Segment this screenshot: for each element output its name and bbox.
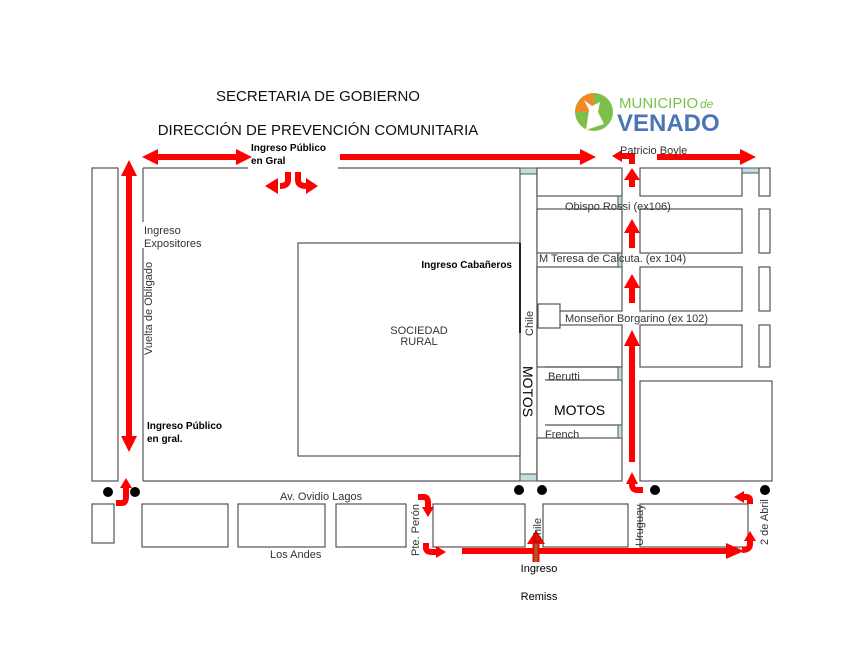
traffic-control-points: [103, 485, 770, 497]
ingreso-publico-top-line2: en Gral: [251, 156, 286, 167]
sociedad-rural-line1: SOCIEDAD: [390, 325, 448, 337]
street-chile-south: Chile: [532, 518, 544, 543]
ingreso-remiss-line1: Ingreso: [521, 563, 558, 575]
left-block: [91, 167, 119, 482]
ingreso-publico-bottom-line2: en gral.: [147, 434, 183, 445]
street-berutti: Berutti: [548, 371, 580, 383]
street-uruguay: Uruguay: [634, 504, 646, 546]
municipio-venado-logo: MUNICIPIO de VENADO: [575, 93, 720, 137]
blocks-south: [91, 503, 749, 548]
logo-text-de: de: [700, 97, 714, 111]
blocks-east: [536, 167, 773, 482]
street-obispo-rossi: Obispo Rossi (ex106): [565, 201, 671, 213]
street-patricio-boyle: Patricio Boyle: [620, 145, 687, 157]
street-2-de-abril: 2 de Abril: [759, 499, 771, 545]
street-peron: Pte. Perón: [410, 504, 422, 556]
motos-label: MOTOS: [554, 402, 605, 418]
street-borgarino: Monseñor Borgarino (ex 102): [565, 313, 708, 325]
sociedad-rural-grounds: [142, 167, 538, 482]
street-av-ovidio-lagos: Av. Ovidio Lagos: [280, 491, 363, 503]
ingreso-expositores-line2: Expositores: [144, 238, 202, 250]
street-chile-north: Chile: [524, 311, 536, 336]
logo-text-municipio: MUNICIPIO: [619, 95, 698, 112]
ingreso-remiss-line2: Remiss: [521, 591, 558, 603]
street-los-andes: Los Andes: [270, 549, 322, 561]
logo-text-venado: VENADO: [617, 110, 720, 137]
ingreso-publico-bottom-line1: Ingreso Público: [147, 421, 222, 432]
traffic-flow-arrows: [116, 149, 756, 562]
street-french: French: [545, 429, 579, 441]
street-teresa-de-calcuta: M Teresa de Calcuta. (ex 104): [539, 253, 686, 265]
ingreso-publico-top-line1: Ingreso Público: [251, 143, 326, 154]
header-line2: DIRECCIÓN DE PREVENCIÓN COMUNITARIA: [158, 122, 479, 139]
sociedad-rural-line2: RURAL: [400, 336, 437, 348]
motos-vertical: MOTOS: [520, 366, 536, 417]
ingreso-expositores-line1: Ingreso: [144, 225, 181, 237]
street-vuelta-de-obligado: Vuelta de Obligado: [143, 262, 155, 355]
ingreso-cabaneros: Ingreso Cabañeros: [421, 260, 512, 271]
header-line1: SECRETARIA DE GOBIERNO: [216, 88, 420, 105]
